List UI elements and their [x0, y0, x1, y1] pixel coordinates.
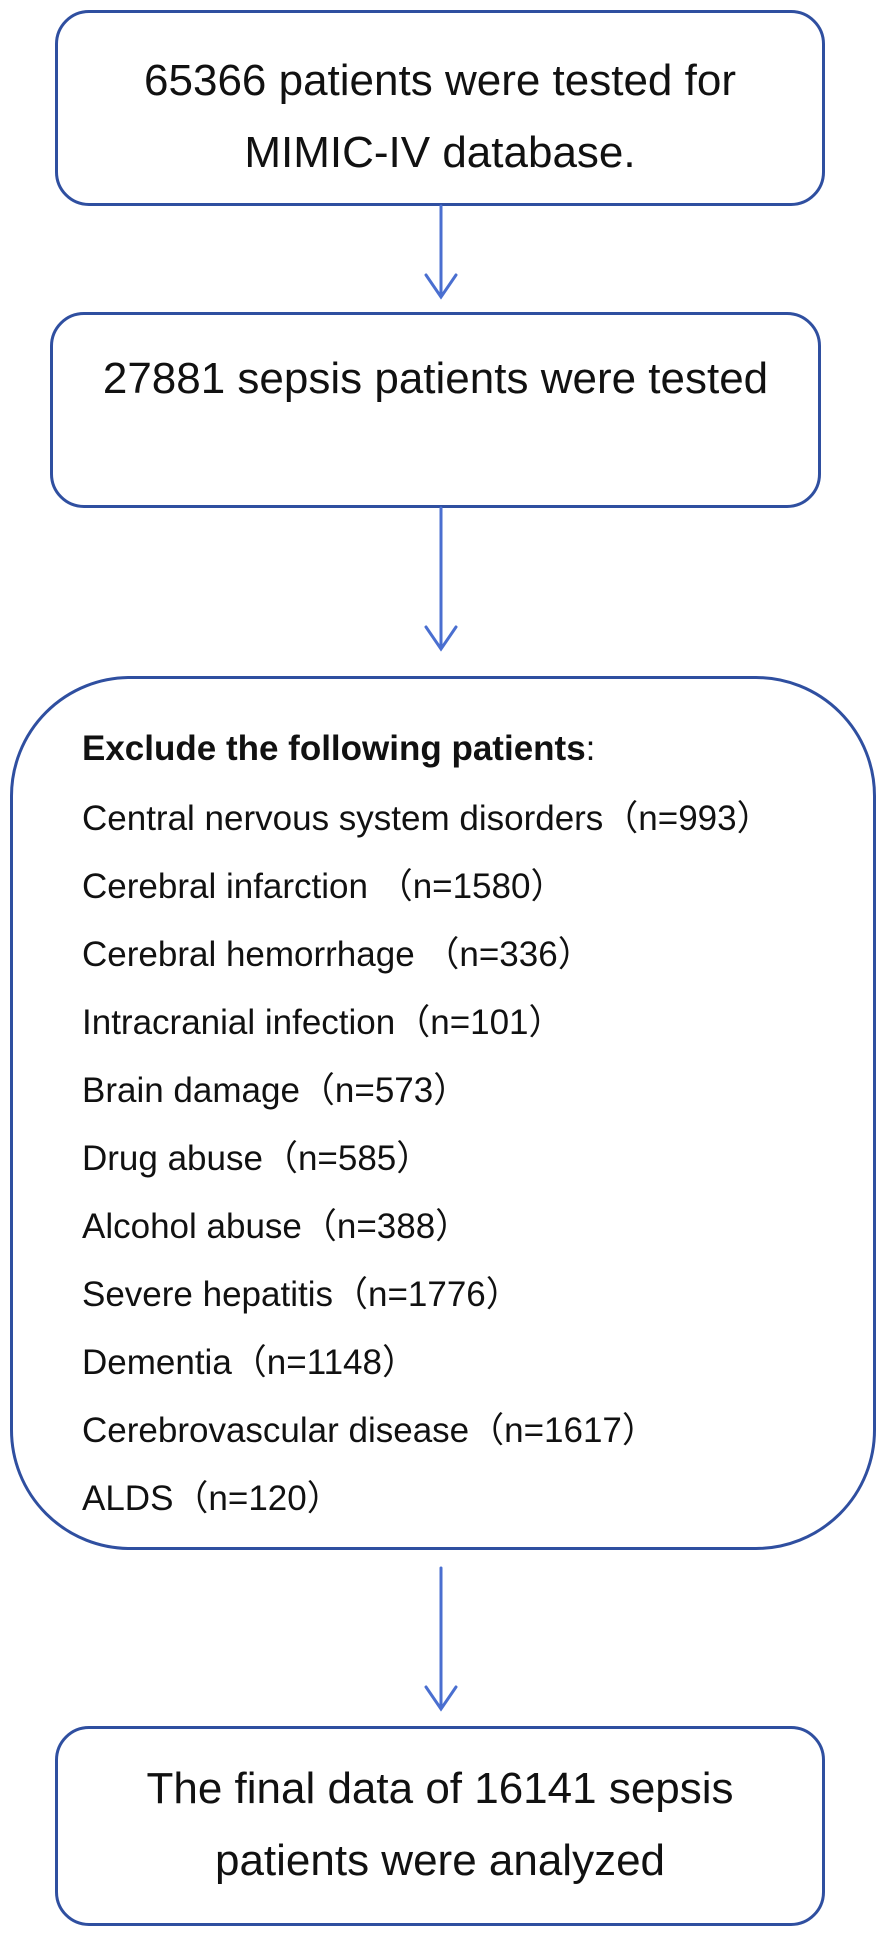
exclusion-item: Dementia（n=1148） [82, 1343, 417, 1382]
exclusion-item: Cerebral hemorrhage （n=336） [82, 935, 593, 974]
box-final-analysis-text: The final data of 16141 sepsis patients … [58, 1753, 822, 1897]
box-final-analysis-line2: patients were analyzed [214, 1836, 666, 1885]
box-sepsis-patients-text: 27881 sepsis patients were tested [53, 343, 818, 415]
box-sepsis-patients-line1: 27881 sepsis patients were tested [102, 354, 769, 403]
box-total-patients: 65366 patients were tested for MIMIC-IV … [55, 10, 825, 206]
exclusion-item: Severe hepatitis（n=1776） [82, 1275, 521, 1314]
exclusion-item: Intracranial infection（n=101） [82, 1003, 564, 1042]
box-final-analysis: The final data of 16141 sepsis patients … [55, 1726, 825, 1926]
exclusion-item: Central nervous system disorders（n=993） [82, 799, 772, 838]
arrow-2 [424, 506, 458, 652]
exclusion-heading-colon: : [585, 729, 596, 768]
box-sepsis-patients: 27881 sepsis patients were tested [50, 312, 821, 508]
box-final-analysis-line1: The final data of 16141 sepsis [146, 1764, 734, 1813]
exclusion-item: Cerebrovascular disease（n=1617） [82, 1411, 657, 1450]
exclusion-item: Drug abuse（n=585） [82, 1139, 432, 1178]
arrow-1 [424, 204, 458, 300]
exclusion-list: Central nervous system disorders（n=993） … [82, 785, 772, 1533]
box-total-patients-line1: 65366 patients were tested for [144, 56, 736, 105]
arrow-3 [424, 1566, 458, 1712]
exclusion-item: ALDS（n=120） [82, 1479, 342, 1518]
box-total-patients-line2: MIMIC-IV database. [244, 128, 636, 177]
exclusion-heading-bold: Exclude the following patients [82, 729, 586, 768]
box-total-patients-text: 65366 patients were tested for MIMIC-IV … [58, 45, 822, 189]
box-exclusion-criteria: Exclude the following patients: Central … [10, 676, 876, 1550]
exclusion-item: Alcohol abuse（n=388） [82, 1207, 471, 1246]
exclusion-item: Cerebral infarction （n=1580） [82, 867, 566, 906]
exclusion-heading: Exclude the following patients: [82, 729, 595, 769]
exclusion-item: Brain damage（n=573） [82, 1071, 469, 1110]
